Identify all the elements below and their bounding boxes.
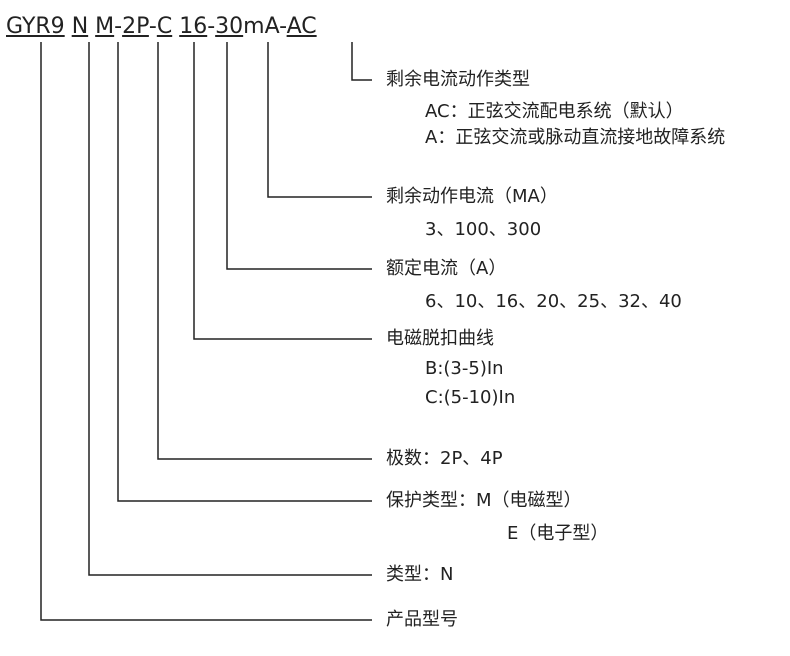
code-protection: M (95, 14, 115, 39)
code-type: N (71, 14, 89, 39)
connector-rated-current (226, 42, 372, 270)
code-sep: - (207, 14, 216, 39)
connector-curve (193, 42, 372, 340)
entry-title-residual-current: 剩余动作电流（MA） (386, 186, 558, 207)
entry-title-series: 产品型号 (386, 609, 458, 630)
code-sep: - (148, 14, 157, 39)
entry-title-poles: 极数：2P、4P (386, 448, 503, 469)
entry-detail-electronic: E（电子型） (507, 523, 609, 544)
entry-detail-ac: AC：正弦交流配电系统（默认） (425, 101, 684, 122)
connector-residual-type (351, 42, 372, 81)
entry-detail-curve-c: C:(5-10)In (425, 387, 516, 408)
entry-title-type: 类型：N (386, 564, 454, 585)
code-residual-type: AC (286, 14, 317, 39)
code-poles: 2P (122, 14, 149, 39)
connector-series (40, 42, 372, 621)
code-series: GYR9 (6, 14, 65, 39)
code-unit-sep: mA- (243, 14, 287, 39)
code-sep: - (114, 14, 123, 39)
entry-detail-residual-values: 3、100、300 (425, 219, 542, 240)
model-code: GYR9 N M-2P-C 16-30mA-AC (6, 13, 317, 41)
code-curve: C (156, 14, 173, 39)
connector-protection (117, 42, 372, 502)
entry-title-residual-type: 剩余电流动作类型 (386, 69, 530, 90)
entry-detail-a: A：正弦交流或脉动直流接地故障系统 (425, 127, 726, 148)
entry-detail-rated-values: 6、10、16、20、25、32、40 (425, 291, 682, 312)
code-residual-current: 30 (215, 14, 244, 39)
entry-title-rated-current: 额定电流（A） (386, 258, 507, 279)
code-rated-current: 16 (179, 14, 208, 39)
entry-title-protection: 保护类型：M（电磁型） (386, 490, 582, 511)
entry-detail-curve-b: B:(3-5)In (425, 358, 504, 379)
entry-title-curve: 电磁脱扣曲线 (386, 328, 494, 349)
connector-type (88, 42, 372, 576)
connector-residual-current (267, 42, 372, 198)
connector-poles (157, 42, 372, 460)
